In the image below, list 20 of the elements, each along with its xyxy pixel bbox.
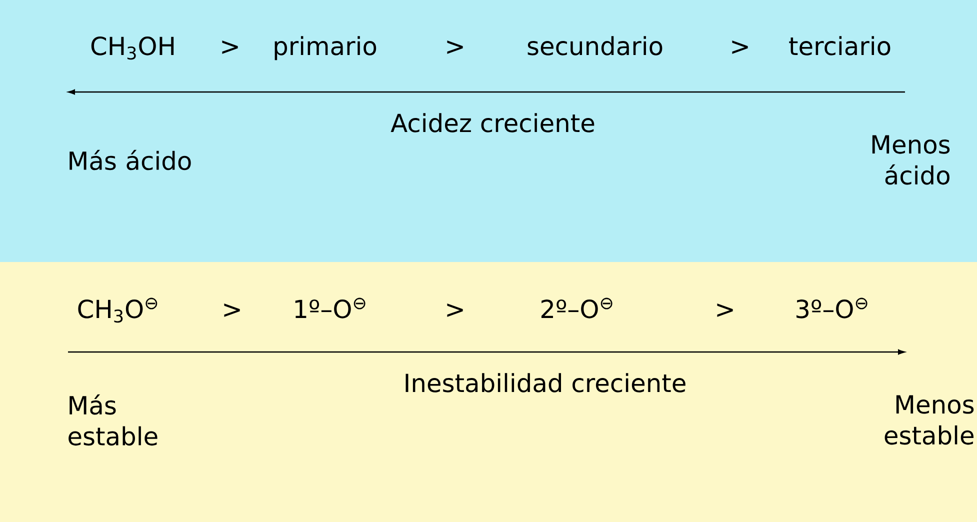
greater-than-sign: >	[222, 40, 238, 54]
greater-than-sign: >	[717, 304, 733, 317]
greater-than-sign: >	[447, 304, 463, 317]
end-label: Más estable	[68, 394, 158, 446]
formula-label: 1º–O$^{⊖}$	[295, 298, 366, 318]
end-label: Menos ácido	[872, 135, 950, 185]
formula-label: 2º–O$^{⊖}$	[541, 298, 612, 318]
end-label: Menos estable	[884, 395, 974, 445]
formula-label: 3º–O$^{⊖}$	[796, 298, 868, 318]
greater-than-sign: >	[224, 304, 240, 317]
arrow-caption: Inestabilidad creciente	[406, 373, 686, 392]
formula-label: CH$_{3}$OH	[91, 36, 174, 60]
formula-label: terciario	[789, 36, 890, 56]
formula-label: CH$_{3}$O$^{⊖}$	[78, 298, 158, 323]
greater-than-sign: >	[447, 40, 463, 54]
formula-label: secundario	[528, 36, 662, 56]
arrow-caption: Acidez creciente	[390, 113, 594, 132]
end-label: Más ácido	[70, 150, 191, 170]
greater-than-sign: >	[732, 40, 748, 54]
formula-label: primario	[274, 36, 376, 60]
